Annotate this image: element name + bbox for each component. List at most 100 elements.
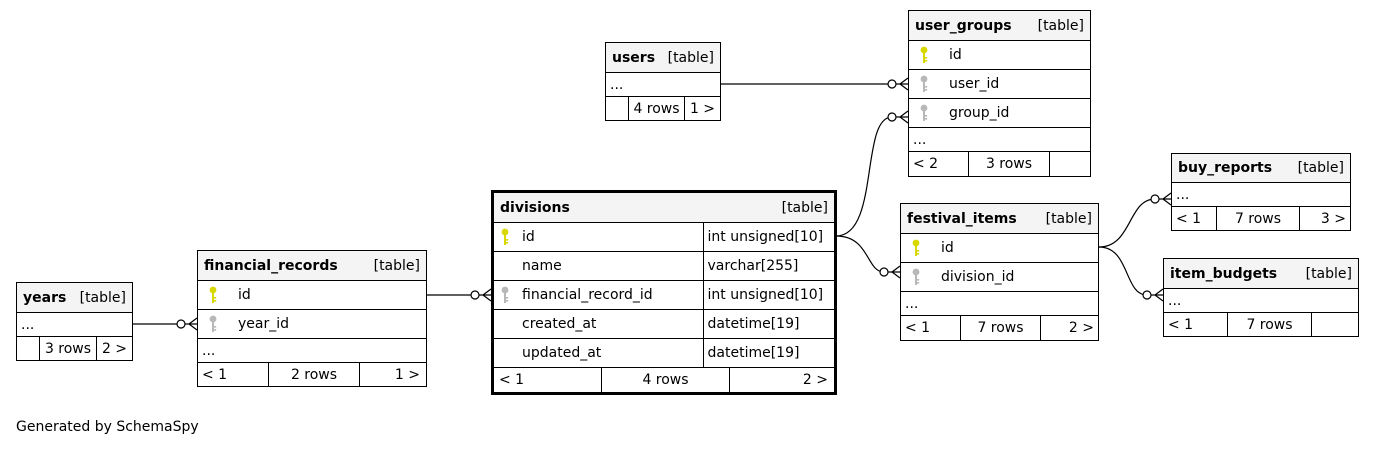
- column-name: id: [522, 229, 535, 245]
- table-name: years: [23, 289, 67, 306]
- link-users-user-groups: [721, 77, 909, 91]
- rows-in: < 1: [499, 372, 525, 388]
- column-name: updated_at: [522, 345, 602, 361]
- link-divisions-festival-items: [835, 235, 901, 279]
- primary-key-icon: [913, 46, 935, 64]
- table-buy-reports[interactable]: buy_reports [table] ... < 1 7 rows 3 >: [1171, 153, 1351, 231]
- rows-out: 1 >: [359, 363, 426, 386]
- column-name: division_id: [941, 269, 1015, 285]
- rows-in: < 1: [1168, 316, 1194, 333]
- table-header: years [table]: [17, 283, 132, 313]
- table-item-budgets[interactable]: item_budgets [table] ... < 1 7 rows: [1163, 258, 1359, 337]
- table-footer: < 1 4 rows 2 >: [494, 368, 834, 392]
- column-type: varchar[255]: [702, 252, 834, 280]
- link-financial-records-divisions: [427, 288, 492, 302]
- table-kind: [table]: [781, 199, 828, 216]
- column-row: id: [901, 234, 1098, 263]
- table-name: user_groups: [915, 17, 1012, 34]
- column-row: name varchar[255]: [494, 252, 834, 281]
- foreign-key-icon: [913, 75, 935, 93]
- column-row: year_id: [198, 310, 426, 339]
- table-years[interactable]: years [table] ... 3 rows 2 >: [16, 282, 133, 361]
- table-festival-items[interactable]: festival_items [table] id division_id ..…: [900, 203, 1099, 341]
- rows-in: < 1: [905, 320, 931, 336]
- link-divisions-user-groups: [835, 110, 909, 237]
- table-footer: < 1 7 rows 3 >: [1172, 207, 1350, 230]
- rows-out: [1311, 313, 1358, 336]
- table-footer: < 1 7 rows: [1164, 313, 1358, 336]
- table-user-groups[interactable]: user_groups [table] id user_id group_id …: [908, 10, 1091, 177]
- table-kind: [table]: [1297, 160, 1344, 176]
- rows-out: 2 >: [96, 337, 132, 360]
- column-row: group_id: [909, 99, 1090, 128]
- column-name: financial_record_id: [522, 287, 653, 303]
- column-row: financial_record_id int unsigned[10]: [494, 281, 834, 310]
- primary-key-icon: [202, 286, 224, 304]
- column-row: user_id: [909, 70, 1090, 99]
- rows-in: [606, 97, 628, 120]
- table-header: buy_reports [table]: [1172, 154, 1350, 183]
- column-row: updated_at datetime[19]: [494, 339, 834, 368]
- more-columns: ...: [901, 292, 1098, 316]
- column-type: datetime[19]: [702, 310, 834, 338]
- primary-key-icon: [494, 228, 516, 246]
- table-name: users: [612, 49, 656, 66]
- generated-by-note: Generated by SchemaSpy: [16, 419, 199, 435]
- foreign-key-icon: [913, 104, 935, 122]
- column-row: division_id: [901, 263, 1098, 292]
- rows-out: 3 >: [1299, 207, 1350, 230]
- table-name: item_budgets: [1170, 265, 1278, 282]
- row-count: 3 rows: [968, 152, 1049, 176]
- rows-out: 1 >: [684, 97, 720, 120]
- column-name: id: [941, 240, 954, 256]
- table-footer: < 1 2 rows 1 >: [198, 363, 426, 386]
- more-columns: ...: [1164, 289, 1358, 313]
- table-header: divisions [table]: [494, 193, 834, 223]
- rows-out: 2 >: [729, 368, 834, 392]
- table-header: financial_records [table]: [198, 251, 426, 281]
- rows-in: < 1: [1176, 210, 1202, 227]
- rows-out: 2 >: [1040, 316, 1098, 340]
- more-columns: ...: [17, 313, 132, 337]
- table-footer: < 2 3 rows: [909, 152, 1090, 176]
- column-type: datetime[19]: [702, 339, 834, 367]
- column-name: id: [238, 287, 251, 303]
- foreign-key-icon: [905, 268, 927, 286]
- table-kind: [table]: [1045, 210, 1092, 227]
- rows-in: < 1: [202, 366, 228, 383]
- table-name: festival_items: [907, 210, 1017, 227]
- row-count: 7 rows: [960, 316, 1040, 340]
- table-name: divisions: [500, 199, 570, 216]
- table-header: item_budgets [table]: [1164, 259, 1358, 289]
- foreign-key-icon: [202, 315, 224, 333]
- foreign-key-icon: [494, 286, 516, 304]
- rows-in: < 2: [913, 156, 939, 172]
- rows-in: [17, 337, 39, 360]
- rows-out: [1049, 152, 1090, 176]
- table-kind: [table]: [667, 49, 714, 66]
- column-name: group_id: [949, 105, 1010, 121]
- more-columns: ...: [1172, 183, 1350, 207]
- table-header: user_groups [table]: [909, 11, 1090, 41]
- table-header: festival_items [table]: [901, 204, 1098, 234]
- more-columns: ...: [909, 128, 1090, 152]
- column-name: user_id: [949, 76, 1000, 92]
- table-header: users [table]: [606, 43, 720, 73]
- table-kind: [table]: [1037, 17, 1084, 34]
- table-kind: [table]: [1305, 265, 1352, 282]
- table-divisions[interactable]: divisions [table] id int unsigned[10] na…: [491, 190, 837, 395]
- column-name: year_id: [238, 316, 290, 332]
- row-count: 7 rows: [1227, 313, 1311, 336]
- row-count: 4 rows: [628, 97, 684, 120]
- row-count: 4 rows: [601, 368, 729, 392]
- row-count: 2 rows: [268, 363, 359, 386]
- more-columns: ...: [198, 339, 426, 363]
- table-users[interactable]: users [table] ... 4 rows 1 >: [605, 42, 721, 121]
- column-row: id int unsigned[10]: [494, 223, 834, 252]
- table-financial-records[interactable]: financial_records [table] id year_id ...…: [197, 250, 427, 387]
- table-kind: [table]: [79, 289, 126, 306]
- column-type: int unsigned[10]: [702, 281, 834, 309]
- link-festival-items-buy-reports: [1098, 192, 1172, 248]
- table-name: financial_records: [204, 257, 338, 274]
